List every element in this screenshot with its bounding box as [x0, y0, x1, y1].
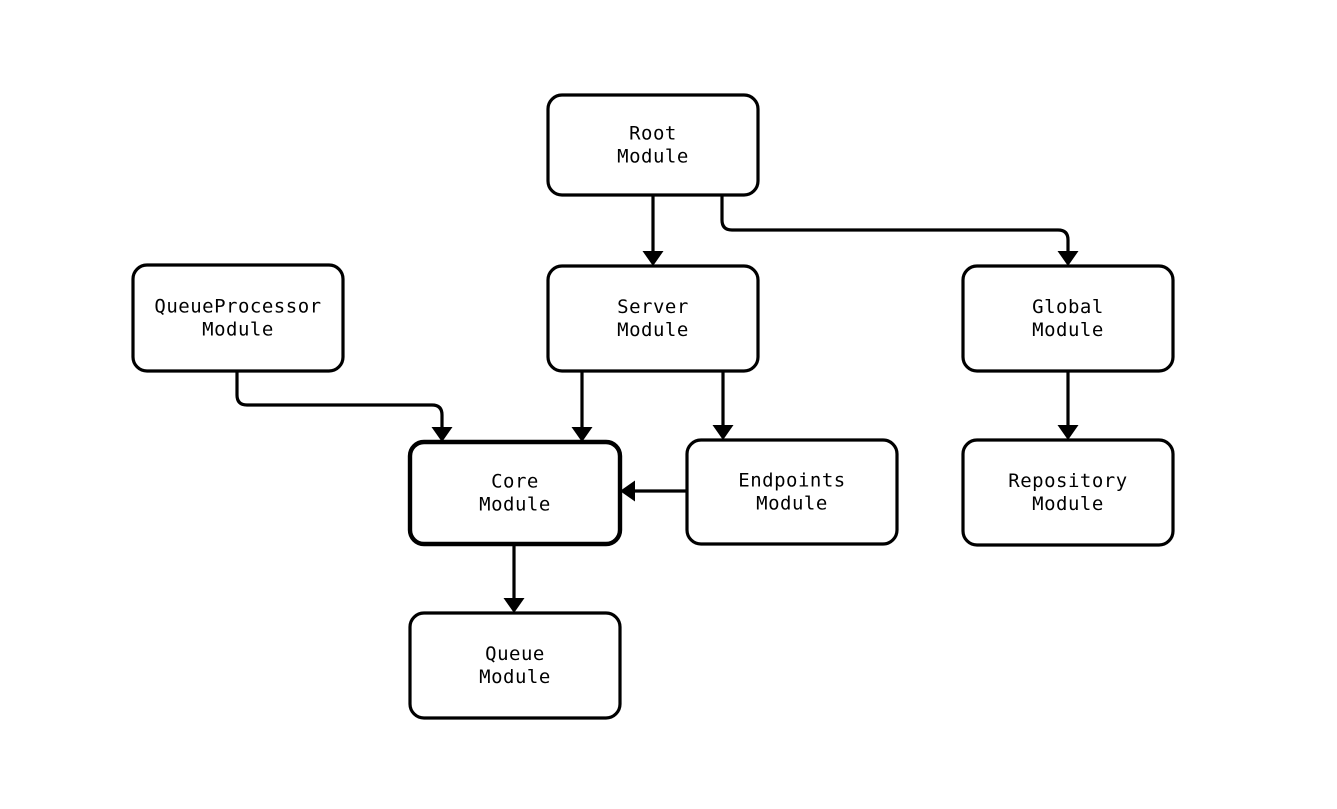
edge-endpoints-to-core [620, 480, 687, 502]
node-box[interactable] [685, 438, 899, 546]
node-layer: RootModuleQueueProcessorModuleServerModu… [131, 93, 1175, 720]
arrow-head-icon [712, 425, 734, 440]
edge-root-to-global [720, 195, 1079, 266]
node-label-line2: Module [617, 146, 689, 168]
node-box[interactable] [407, 439, 623, 547]
node-label-line1: Root [629, 123, 677, 145]
edge-global-to-repository [1057, 371, 1079, 440]
node-label-line2: Module [479, 666, 551, 688]
node-label-line2: Module [202, 319, 274, 341]
node-label-line1: Server [617, 296, 689, 318]
node-label-line1: Endpoints [738, 470, 845, 492]
node-box[interactable] [408, 611, 622, 720]
edge-root-to-server [642, 195, 664, 266]
node-box[interactable] [546, 264, 760, 373]
node-label-line2: Module [1032, 493, 1104, 515]
node-label-line1: QueueProcessor [154, 296, 321, 318]
node-label-line1: Core [491, 471, 539, 493]
node-box[interactable] [546, 93, 760, 197]
node-label-line1: Queue [485, 643, 545, 665]
edge-server-to-core [571, 371, 593, 442]
edge-layer [235, 195, 1079, 613]
node-label-line2: Module [479, 494, 551, 516]
arrow-head-icon [431, 427, 453, 442]
node-label-line2: Module [756, 493, 828, 515]
edge-line [720, 195, 1070, 252]
arrow-head-icon [1057, 425, 1079, 440]
node-box[interactable] [961, 264, 1175, 373]
arrow-head-icon [1057, 251, 1079, 266]
edge-line [235, 371, 444, 428]
arrow-head-icon [571, 427, 593, 442]
arrow-head-icon [620, 480, 635, 502]
arrow-head-icon [642, 251, 664, 266]
edge-server-to-endpoints [712, 371, 734, 440]
node-label-line2: Module [617, 319, 689, 341]
arrow-head-icon [503, 598, 525, 613]
edge-core-to-queue [503, 544, 525, 613]
node-box[interactable] [131, 263, 345, 373]
node-label-line1: Global [1032, 296, 1104, 318]
node-label-line1: Repository [1008, 470, 1127, 492]
node-label-line2: Module [1032, 319, 1104, 341]
edge-queueprocessor-to-core [235, 371, 453, 442]
node-box[interactable] [961, 438, 1175, 547]
